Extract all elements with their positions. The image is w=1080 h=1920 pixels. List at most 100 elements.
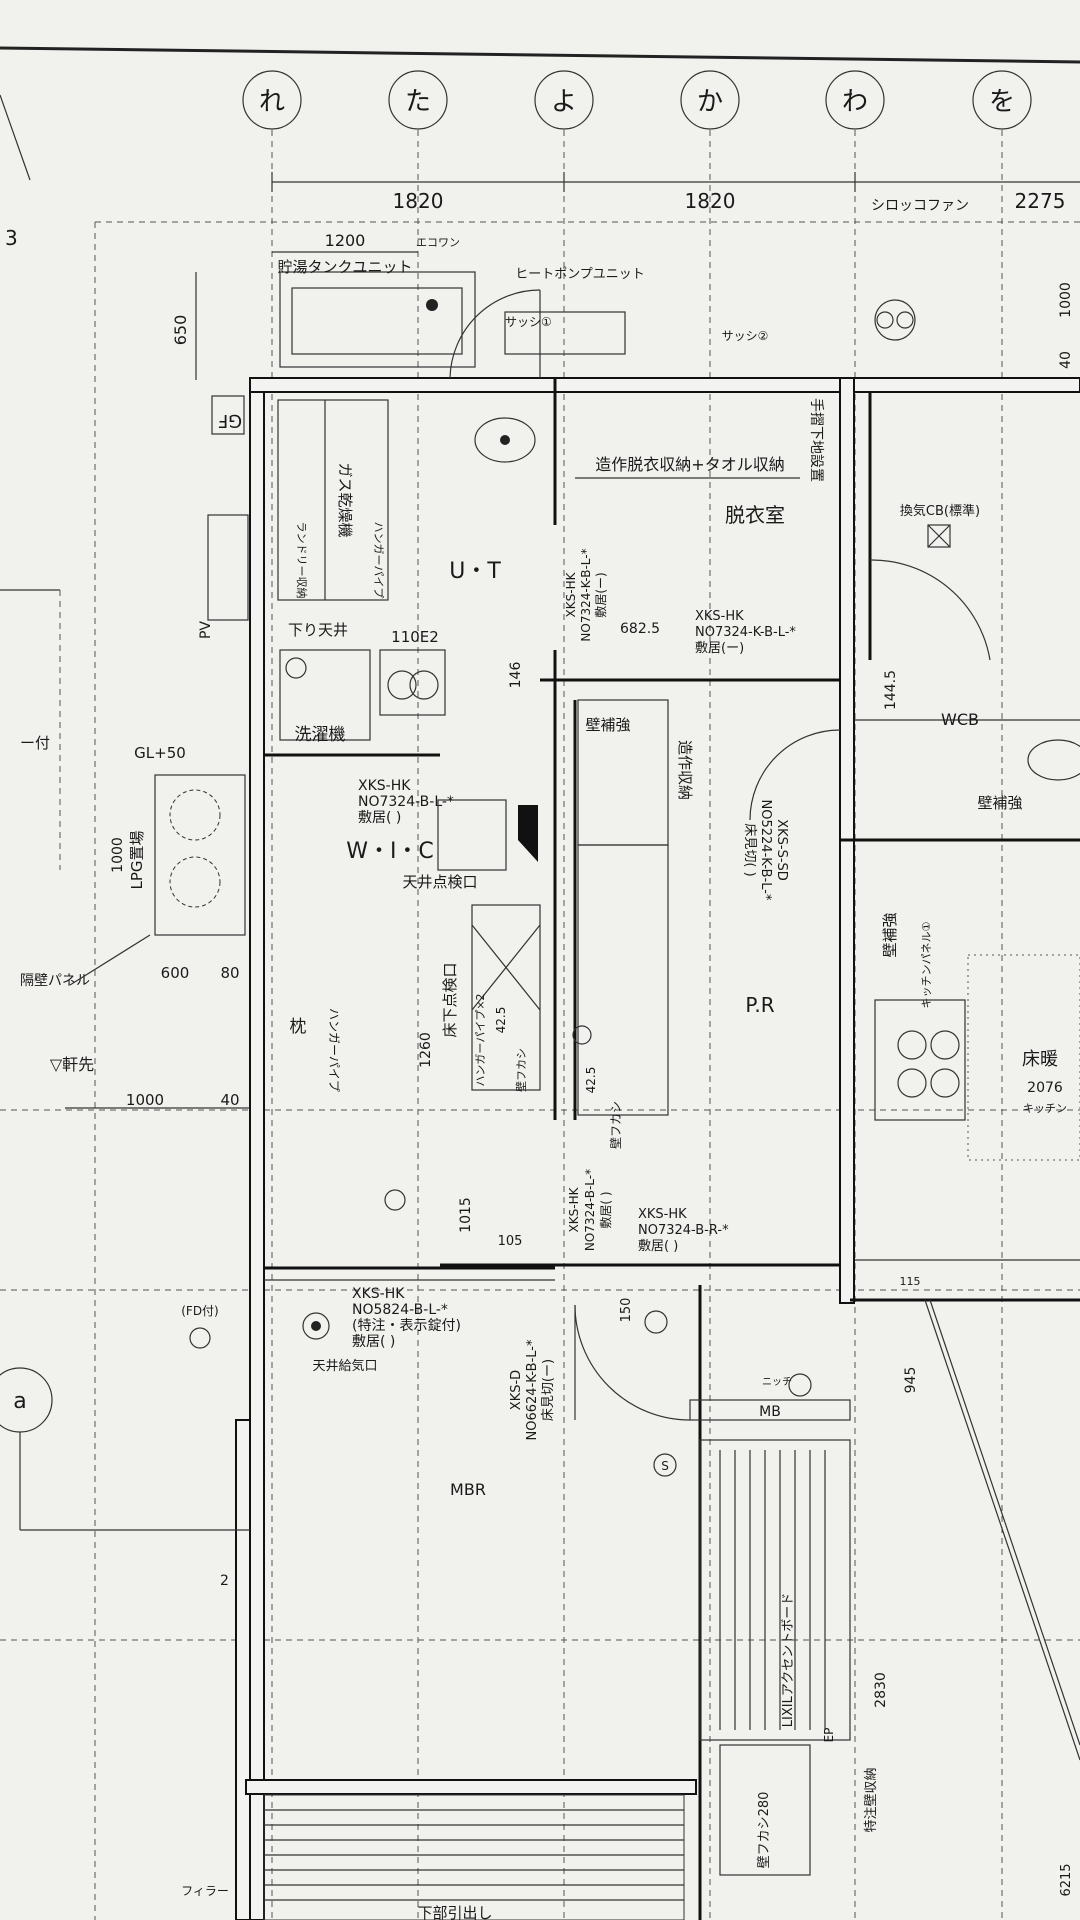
door4-sill: 床見切( ) <box>742 823 757 876</box>
lixil-hatching <box>719 1450 826 1730</box>
grid-circle <box>388 70 448 130</box>
door-tag-2: XKS-HK NO7324-K-B-L-* 敷居(ー) <box>695 609 796 656</box>
grid-label-a: a <box>13 1389 26 1414</box>
lixil-label: LIXILアクセントボード <box>781 1593 796 1727</box>
toilet <box>474 417 536 463</box>
sash1-label: サッシ① <box>505 315 552 329</box>
ceiling-down-label: 下り天井 <box>288 621 348 639</box>
door1-model: XKS-HK <box>564 571 578 617</box>
grid-circle <box>972 70 1032 130</box>
fd-box-label: GF <box>218 410 242 431</box>
dim-top-3: 2275 <box>1015 189 1066 213</box>
hot-water-tank-label: 貯湯タンクユニット <box>277 258 412 276</box>
ceiling-hatch-label: 天井点検口 <box>402 873 477 891</box>
door7-model: XKS-HK <box>352 1286 405 1302</box>
border-corner <box>0 94 31 181</box>
pv-box <box>207 514 249 621</box>
ceiling-vent-label: 天井給気口 <box>312 1358 377 1374</box>
floor-hatch-box <box>471 904 541 1091</box>
lower-outlet-label: 下部引出し <box>417 1904 492 1920</box>
lpg-area <box>154 774 246 936</box>
grid-label-ka: か <box>697 87 723 117</box>
ep-label: EP <box>822 1728 836 1743</box>
dim-lpg-600: 600 <box>161 964 190 982</box>
wall-reinforce-label-1: 壁補強 <box>585 716 630 734</box>
dim-eave-40: 40 <box>220 1091 239 1109</box>
dim-150: 150 <box>619 1298 634 1323</box>
wall-fukashi-label-2: 壁フカシ <box>608 1101 623 1149</box>
s-mark <box>653 1453 677 1477</box>
ceiling-vent-symbol <box>302 1312 330 1340</box>
aircon-label: エコワン <box>416 236 460 249</box>
bottom-hatching <box>263 1794 685 1920</box>
dim-144-5: 144.5 <box>883 670 899 710</box>
s-mark-label: S <box>661 1459 669 1473</box>
door-tag-1: XKS-HK NO7324-K-B-L-* 敷居(ー) <box>564 548 608 641</box>
door3-model: XKS-HK <box>358 778 411 794</box>
wall-reinforce-label-3: 壁補強 <box>881 912 899 957</box>
floor-heating-area <box>967 954 1080 1161</box>
wall-panel-label: 隔壁パネル <box>20 973 90 989</box>
dim-tank-depth: 650 <box>171 315 190 346</box>
wall-reinforce-label-2: 壁補強 <box>977 794 1022 812</box>
grid-label-re: れ <box>259 87 285 117</box>
door6-sill: 敷居( ) <box>638 1239 678 1254</box>
door2-sill: 敷居(ー) <box>695 641 744 656</box>
dim-1015: 1015 <box>458 1197 474 1233</box>
door-tag-4: XKS-S-SD NO5224-K-B-L-* 床見切( ) <box>742 800 789 901</box>
sash2-label: サッシ② <box>722 329 769 343</box>
grid-circle <box>534 70 594 130</box>
dim-105: 105 <box>498 1234 523 1249</box>
door8-model: XKS-D <box>509 1370 524 1410</box>
room-laundry: 洗濯機 <box>295 725 346 745</box>
interior-walls <box>264 378 1080 1920</box>
dim-tank-width: 1200 <box>325 231 366 250</box>
gl50-label: GL+50 <box>134 744 186 762</box>
niche-label: ニッチ <box>762 1376 792 1388</box>
sheet-border <box>0 46 1080 64</box>
dim-1260: 1260 <box>418 1032 434 1068</box>
ceiling-hatch-box <box>437 799 507 871</box>
gas-dryer-cabinet <box>277 399 389 601</box>
door1-code: NO7324-K-B-L-* <box>579 548 593 641</box>
heat-pump-unit <box>504 311 626 355</box>
room-dressing: 脱衣室 <box>725 503 785 527</box>
svg-text:2: 2 <box>220 1573 229 1589</box>
sink-code-label: 110E2 <box>391 628 439 646</box>
dim-2830: 2830 <box>873 1672 889 1708</box>
room-wic: W・I・C <box>346 839 434 864</box>
dim-1000-right: 1000 <box>1058 282 1074 318</box>
grid-circle <box>825 70 885 130</box>
door8-code: NO6624-K-B-L-* <box>525 1339 540 1440</box>
cooktop <box>874 999 966 1121</box>
special-storage-label: 特注壁収納 <box>864 1767 879 1832</box>
mb-box-label: MB <box>759 1404 781 1420</box>
pillow-label: 枕 <box>290 1017 307 1037</box>
band-fragment: ー付 <box>20 734 50 752</box>
kitchen-fragment: キッチン <box>1023 1102 1067 1115</box>
pv-label: PV <box>198 621 214 639</box>
dim-40-right: 40 <box>1058 351 1074 369</box>
hanger-pipe-label-1: ハンガーパイプ <box>372 522 385 599</box>
hot-water-tank-unit <box>279 271 476 368</box>
hanger-pipe-label-3: ハンガーパイプ <box>327 1008 341 1092</box>
kitchen-panel-label: キッチンパネル① <box>920 921 933 1008</box>
dim-42-5-b: 42.5 <box>584 1067 598 1094</box>
grid-label-wa: わ <box>842 87 868 117</box>
door1-sill: 敷居(ー) <box>593 572 608 617</box>
ceiling-hatch-mark <box>518 805 538 862</box>
grid-label-yo: よ <box>551 87 577 117</box>
door7-note: (特注・表示錠付) <box>352 1318 461 1334</box>
door-tag-3: XKS-HK NO7324-B-L-* 敷居( ) <box>358 778 454 826</box>
built-storage-label: 造作収納 <box>676 740 694 800</box>
floor-heating-label: 床暖 <box>1022 1049 1058 1070</box>
dim-6215: 6215 <box>1059 1863 1074 1896</box>
fd-label: (FD付) <box>181 1304 219 1318</box>
door4-model: XKS-S-SD <box>774 819 789 881</box>
fan-symbol <box>874 299 916 341</box>
dim-2076: 2076 <box>1027 1080 1063 1096</box>
heat-pump-label: ヒートポンプユニット <box>515 267 645 282</box>
dim-lpg-1000: 1000 <box>110 837 126 873</box>
room-pr: P.R <box>745 993 774 1017</box>
